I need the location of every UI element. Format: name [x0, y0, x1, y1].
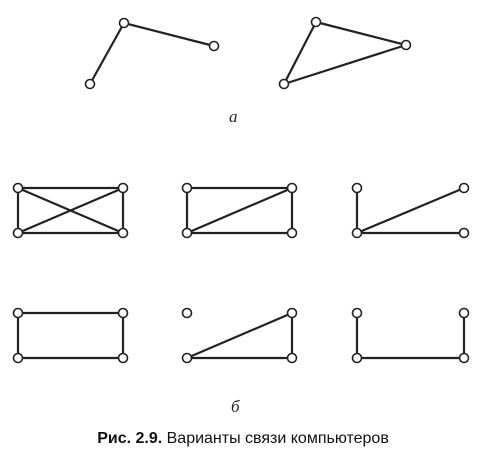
graph-b-ring: [12, 307, 129, 364]
caption-text: Варианты связи компьютеров: [166, 430, 389, 447]
graph-b-rect-diagonal: [181, 182, 298, 239]
graph-b-complete: [12, 182, 129, 239]
graph-b-star: [351, 182, 470, 239]
graph-b-tree-diagonal: [181, 307, 298, 364]
panel-a-label: а: [229, 107, 238, 126]
graph-b-chain: [351, 307, 470, 364]
figure-caption: Рис. 2.9. Варианты связи компьютеров: [0, 430, 486, 448]
graph-a-chain: [84, 17, 220, 90]
graph-a-triangle: [278, 16, 412, 90]
panel-b-label: б: [231, 397, 240, 416]
caption-number: Рис. 2.9.: [97, 430, 163, 447]
